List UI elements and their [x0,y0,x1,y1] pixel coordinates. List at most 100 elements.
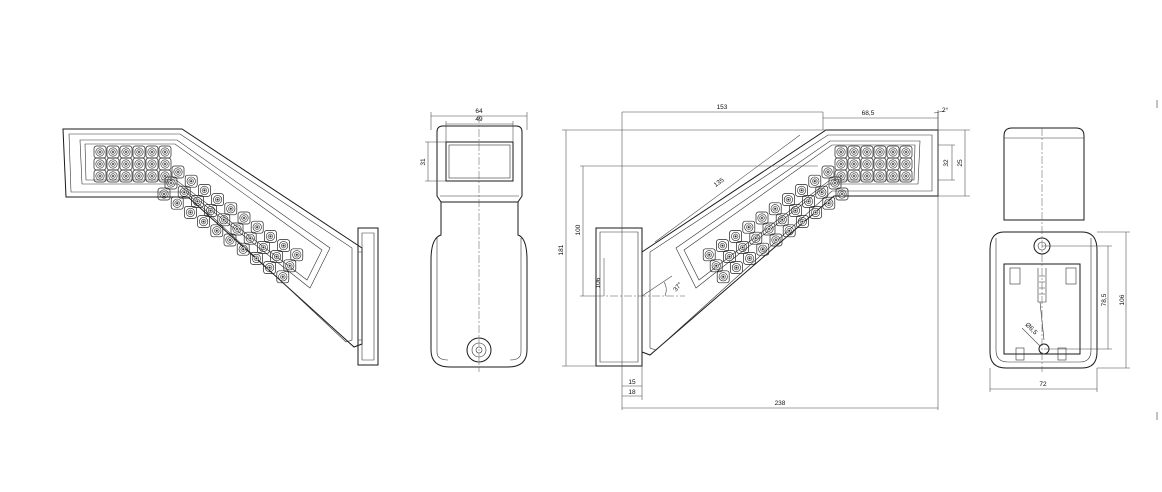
led-cell [164,176,178,190]
dim-base-depth: 18 [628,389,636,396]
led-cell [847,145,861,159]
led-cell [729,229,743,243]
led-cell [755,211,769,225]
led-cell [132,145,146,159]
dim-tilt-angle: 2° [942,106,949,114]
led-cell [775,213,789,227]
dim-lens-width: 49 [475,116,483,123]
led-cell [184,174,198,188]
dim-head-length: 68,5 [862,110,875,117]
dim-angle: 37° [671,280,684,293]
led-cell [702,248,716,262]
led-cell [834,145,848,159]
led-cell [243,231,257,245]
led-cell [290,248,304,262]
dim-diagonal: 135 [713,177,726,189]
led-cell [795,215,809,229]
lens-window [445,141,514,182]
led-cell [802,194,816,208]
led-cell [834,157,848,171]
front-led-array [93,145,304,284]
dim-arm-span: 153 [717,104,728,111]
led-cell [250,220,264,234]
dim-hole-diameter: Ø6,5 [1024,321,1039,336]
led-cell [781,193,795,207]
led-cell [119,145,133,159]
dim-head-height: 25 [957,159,964,167]
led-cell [197,183,211,197]
led-cell [821,165,835,179]
led-cell [177,185,191,199]
led-cell [899,145,913,159]
led-cell [263,261,277,275]
led-cell [873,157,887,171]
dim-lens-height: 31 [420,158,427,166]
led-cell [722,250,736,264]
side-view: 153 68,5 2° 135 32 25 181 100 106 37° 15… [558,104,970,410]
led-cell [190,194,204,208]
led-cell [873,145,887,159]
led-cell [769,233,783,247]
led-cell [145,145,159,159]
led-cell [847,157,861,171]
led-cell [277,239,291,253]
led-cell [93,157,107,171]
led-cell [742,220,756,234]
dim-hole-spacing: 78,5 [1101,293,1108,306]
dim-base-height: 106 [595,277,602,288]
dim-base-depth-small: 15 [628,379,636,386]
led-cell [171,165,185,179]
led-cell [237,211,251,225]
dim-overall-length: 238 [775,400,786,407]
led-cell [828,176,842,190]
back-view: 78,5 106 Ø6,5 72 [989,127,1130,392]
led-cell [119,157,133,171]
led-cell [886,157,900,171]
led-cell [270,250,284,264]
led-cell [263,229,277,243]
led-cell [223,233,237,247]
dim-head-height-small: 32 [943,159,950,167]
led-cell [715,239,729,253]
led-cell [768,202,782,216]
led-cell [132,157,146,171]
led-cell [145,157,159,171]
led-cell [183,205,197,219]
led-cell [106,157,120,171]
led-cell [217,213,231,227]
led-cell [860,157,874,171]
front-view [62,128,379,366]
led-cell [860,145,874,159]
led-cell [795,183,809,197]
led-cell [106,145,120,159]
dim-mid-height: 100 [575,224,582,235]
led-cell [762,222,776,236]
led-cell [782,224,796,238]
led-cell [749,231,763,245]
led-cell [236,242,250,256]
led-cell [93,145,107,159]
led-cell [170,196,184,210]
led-cell [822,196,836,210]
dim-overall-height: 181 [558,244,565,255]
led-cell [158,145,172,159]
top-view: 64 49 31 [420,108,528,372]
led-cell [230,222,244,236]
led-cell [211,193,225,207]
led-cell [716,270,730,284]
dim-overall-width: 64 [475,108,483,115]
bolt-hole [466,337,492,363]
led-cell [743,251,757,265]
led-cell [224,202,238,216]
led-cell [808,174,822,188]
dim-base-width: 72 [1039,381,1047,388]
led-cell [157,187,171,201]
led-cell [729,261,743,275]
led-cell [899,157,913,171]
dim-base-plate-height: 106 [1119,294,1126,305]
led-cell [197,215,211,229]
led-cell [835,187,849,201]
led-cell [276,270,290,284]
led-cell [886,145,900,159]
